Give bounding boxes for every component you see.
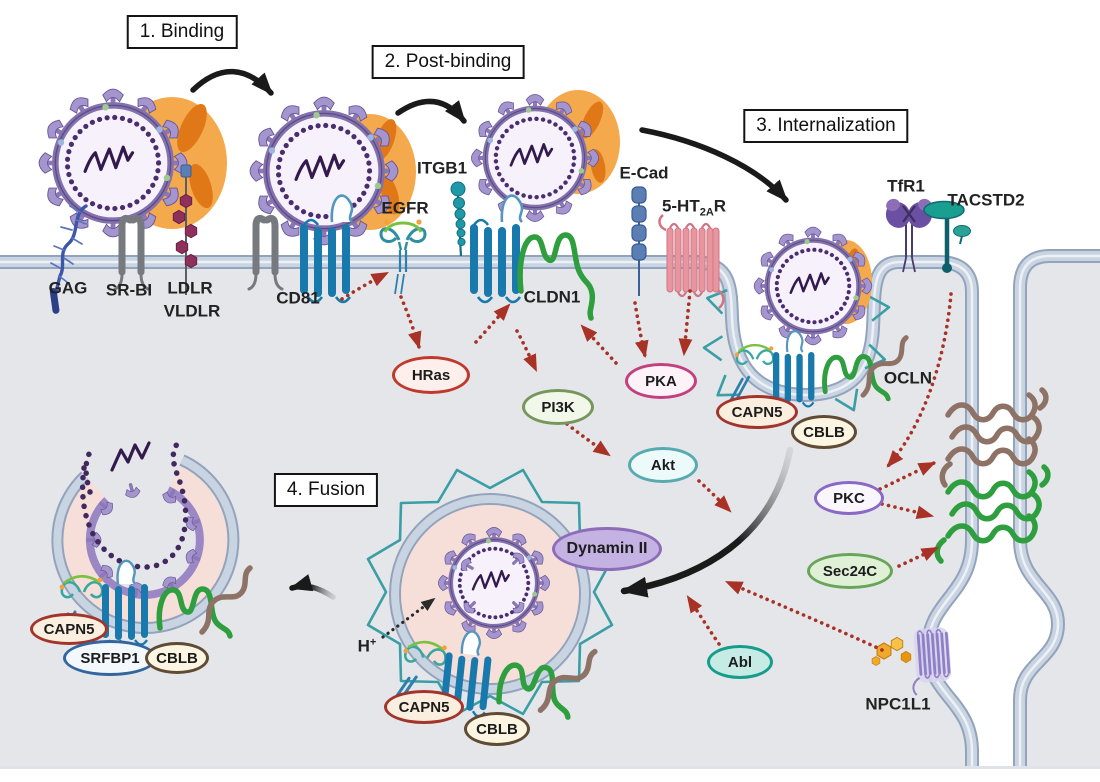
ldlr-receptor	[172, 164, 198, 295]
oval-capn5-fusion: CAPN5	[30, 613, 108, 645]
step-box-fusion: 4. Fusion	[273, 473, 379, 507]
label-sr-bi: SR-BI	[105, 280, 153, 300]
tacstd2-receptor	[923, 200, 971, 273]
egfr-receptor	[379, 219, 427, 295]
label-e-cad: E-Cad	[619, 163, 669, 183]
label-egfr: EGFR	[381, 198, 429, 218]
step-arrows	[190, 68, 794, 639]
e-cadherin-receptor	[631, 186, 647, 296]
oval-cblb-endosome: CBLB	[464, 712, 530, 746]
released-rna	[110, 441, 151, 472]
label-tfr1: TfR1	[887, 176, 925, 196]
clathrin-lattice-endosome	[366, 468, 614, 716]
oval-pka: PKA	[625, 363, 697, 399]
npc1l1-receptor	[912, 627, 952, 696]
oval-pkc: PKC	[814, 481, 884, 515]
itgb1-receptor	[450, 181, 466, 257]
oval-pi3k: PI3K	[522, 389, 594, 425]
proton-influx-arrow	[381, 597, 436, 639]
label-gag: GAG	[48, 278, 88, 298]
oval-akt: Akt	[628, 447, 698, 483]
step-box-post-binding: 2. Post-binding	[371, 45, 525, 79]
label-vldlr: VLDLR	[163, 301, 221, 321]
oval-capn5-pit: CAPN5	[716, 395, 798, 429]
released-capsid-dots	[79, 441, 189, 570]
label-cldn1: CLDN1	[523, 287, 581, 307]
oval-abl: Abl	[707, 645, 773, 679]
label-cd81: CD81	[276, 288, 320, 308]
label-ocln: OCLN	[883, 368, 933, 388]
label-ldlr: LDLR	[167, 278, 213, 298]
oval-cblb-fusion: CBLB	[145, 642, 209, 674]
step-box-internalization: 3. Internalization	[743, 109, 909, 143]
tight-junction-cldn1-strands	[934, 464, 1051, 564]
label-tacstd2: TACSTD2	[947, 190, 1025, 210]
label-npc1l1: NPC1L1	[865, 694, 931, 714]
oval-capn5-endosome: CAPN5	[384, 690, 464, 724]
cldn1-receptor	[517, 232, 596, 321]
oval-sec24c: Sec24C	[807, 553, 893, 589]
signaling-arrows	[340, 271, 953, 652]
neighbor-cell-membrane	[1013, 249, 1100, 766]
label-5ht2ar: 5-HT2AR	[661, 196, 727, 219]
serotonin-receptor-5ht2ar	[658, 214, 725, 309]
neighbor-cell-body	[1020, 256, 1100, 766]
oval-srfbp1: SRFBP1	[63, 640, 157, 676]
label-itgb1: ITGB1	[416, 158, 468, 178]
figure-bottom-rule	[0, 766, 1100, 769]
tight-junction-ocln-strands	[939, 387, 1049, 488]
step-box-binding: 1. Binding	[126, 15, 238, 49]
label-proton: H+	[357, 636, 377, 656]
oval-hras: HRas	[392, 356, 470, 394]
gag-glycan	[49, 204, 88, 314]
oval-dynamin-ii: Dynamin II	[552, 527, 662, 571]
fusion-compartment	[51, 441, 250, 645]
oval-cblb-pit: CBLB	[791, 415, 857, 449]
